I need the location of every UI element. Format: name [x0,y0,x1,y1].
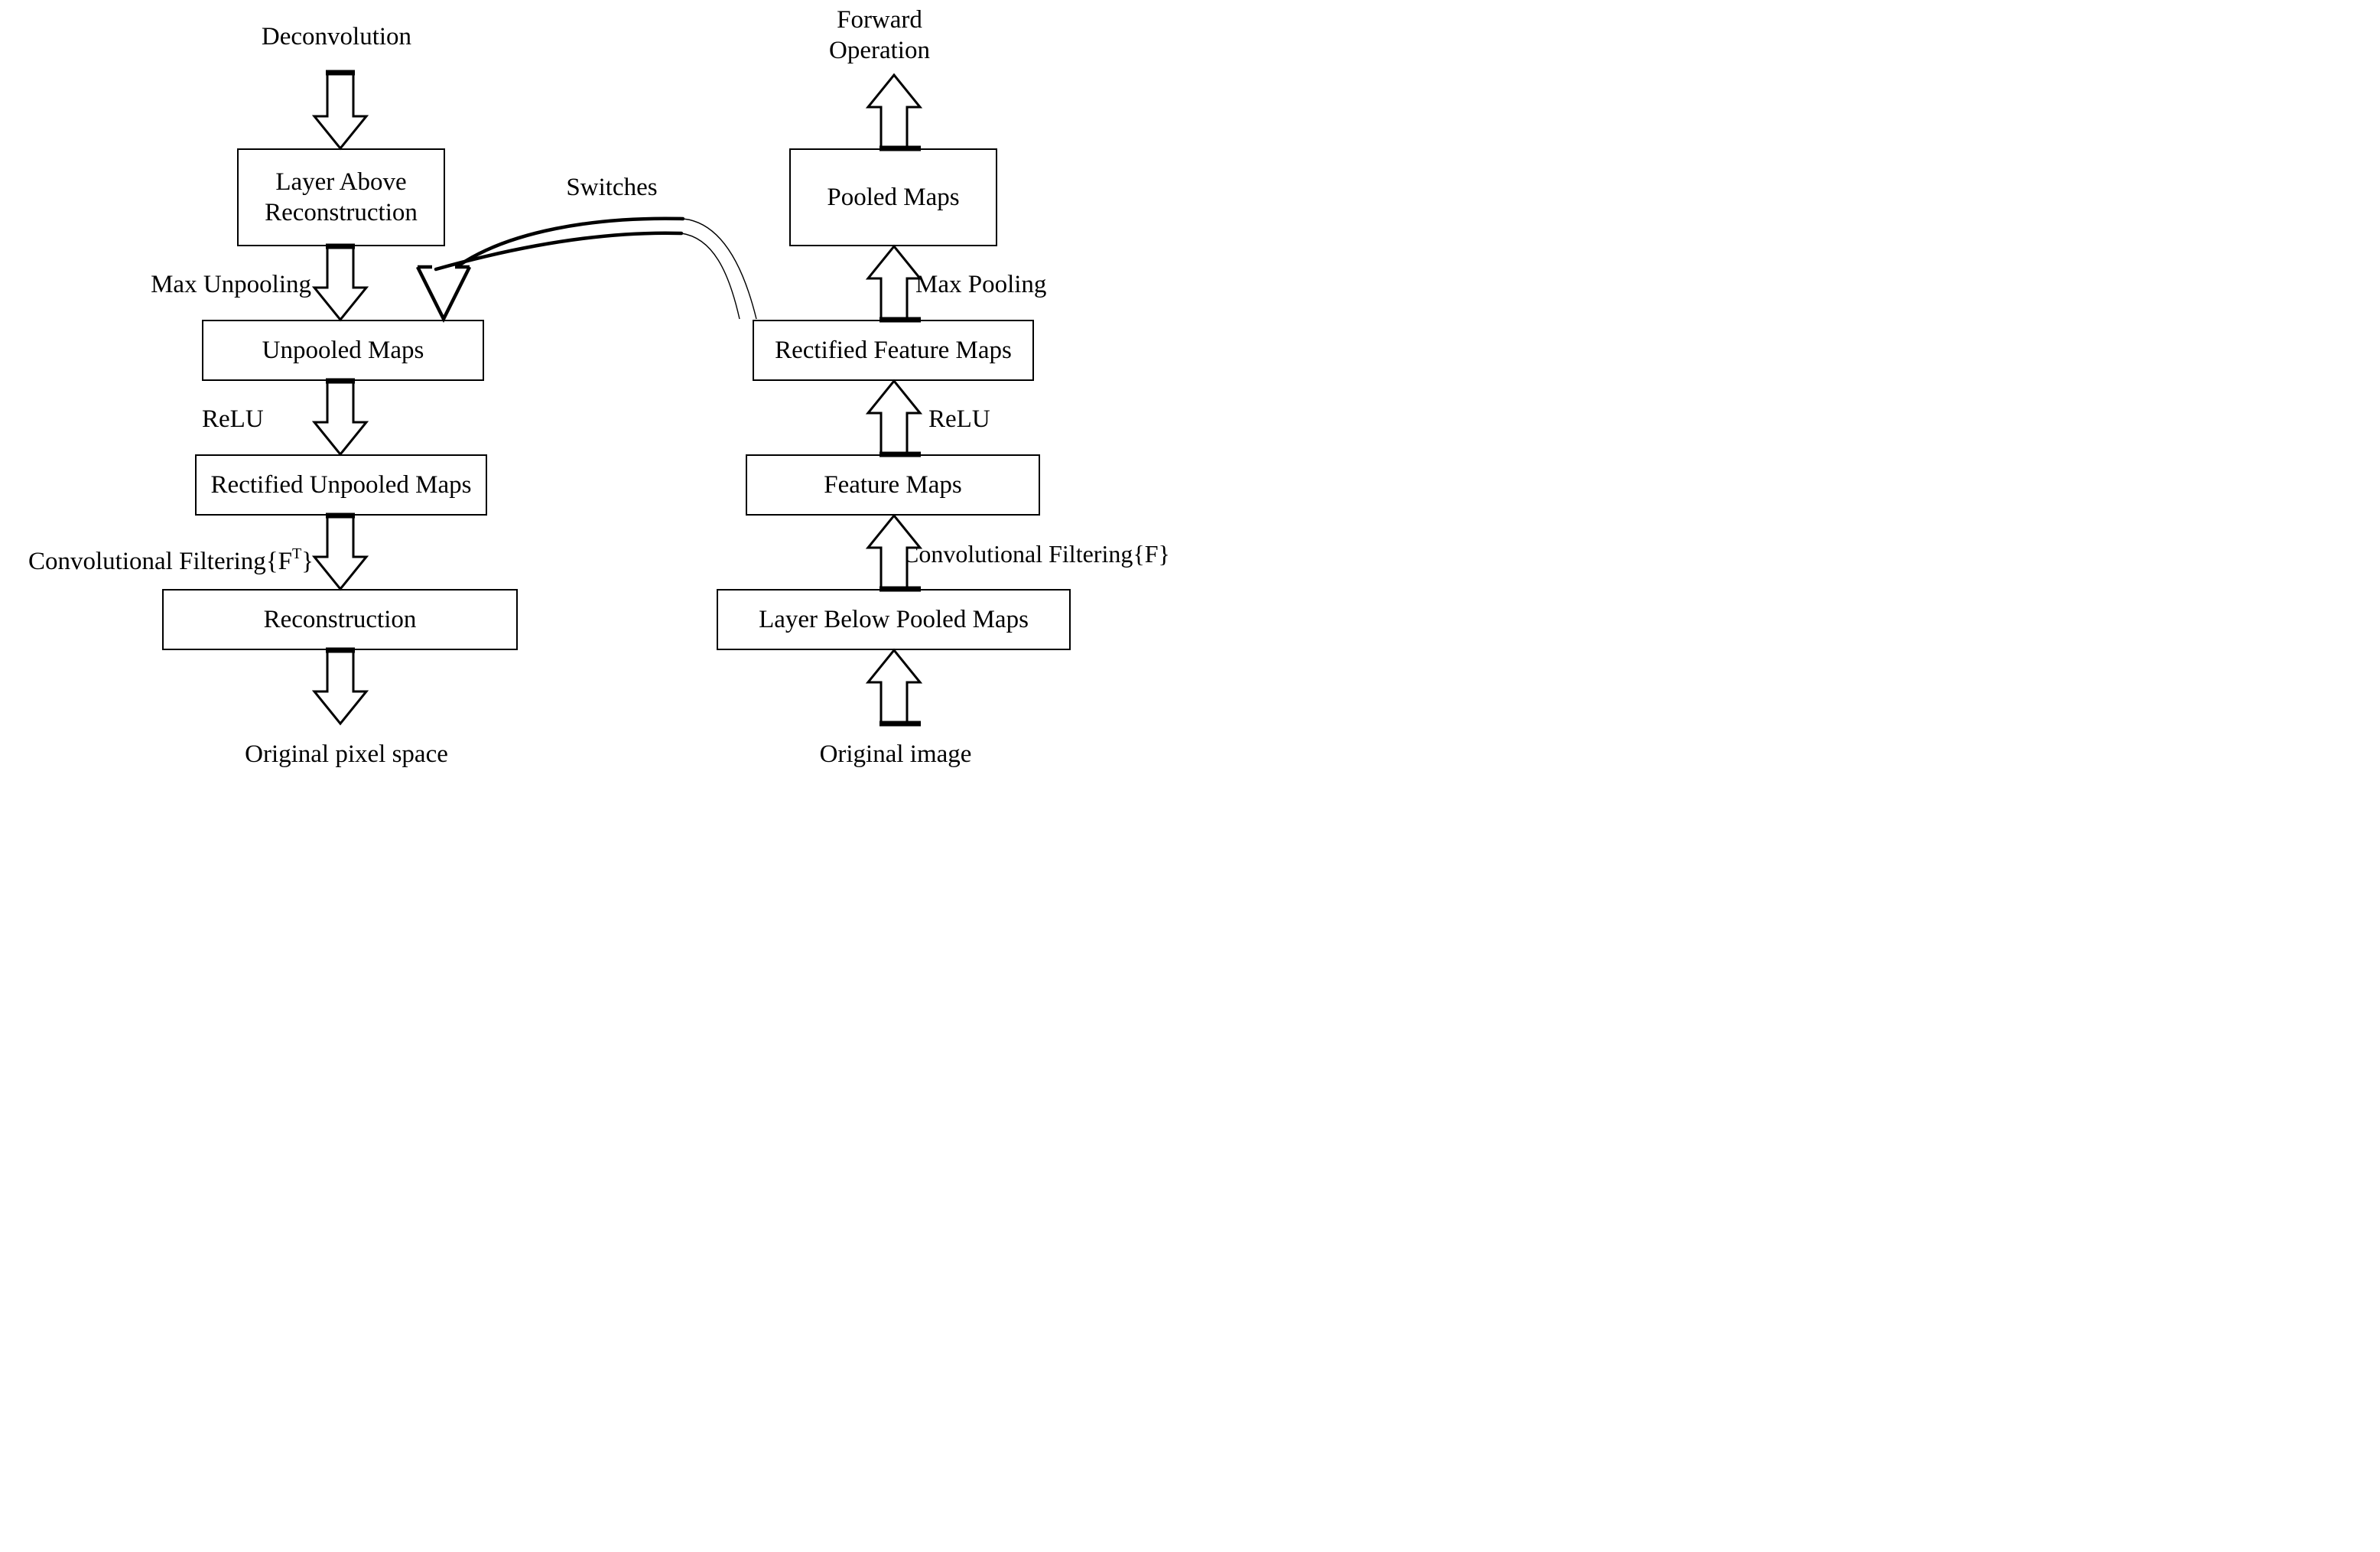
conv-filtering-ft-label: Convolutional Filtering{FT} [0,538,314,577]
original-image-label: Original image [819,740,972,768]
forward-operation-title: Forward Operation [829,6,930,64]
relu-right-label: ReLU [928,405,990,433]
deconvolution-title: Deconvolution [261,23,412,50]
box-rectified-feature-maps: Rectified Feature Maps [753,320,1034,381]
conv-filtering-ft-prefix: Convolutional Filtering{F [28,548,292,575]
box-unpooled-maps: Unpooled Maps [202,320,484,381]
up-arrow-forward-operation-icon [865,73,923,151]
down-arrow-conv-filtering-ft-icon [311,512,369,591]
box-layer-above-reconstruction: Layer Above Reconstruction [237,148,445,246]
box-rectified-unpooled-maps: Rectified Unpooled Maps [195,454,487,516]
up-arrow-from-original-image-icon [865,648,923,727]
original-pixel-space-label: Original pixel space [245,740,448,768]
switches-curved-arrow-icon [415,216,757,324]
max-unpooling-label: Max Unpooling [151,271,311,298]
max-pooling-label: Max Pooling [915,271,1047,298]
down-arrow-deconvolution-icon [311,70,369,151]
conv-filtering-f-label: Convolutional Filtering{F} [902,540,1170,568]
box-layer-below-pooled-maps: Layer Below Pooled Maps [717,589,1071,650]
down-arrow-max-unpooling-icon [311,243,369,322]
relu-left-label: ReLU [202,405,264,433]
box-reconstruction: Reconstruction [162,589,518,650]
down-arrow-relu-left-icon [311,378,369,457]
deconvnet-diagram: Deconvolution Forward Operation Switches… [0,0,1190,776]
down-arrow-to-pixel-space-icon [311,647,369,726]
conv-filtering-ft-superscript: T [291,545,302,562]
box-feature-maps: Feature Maps [746,454,1040,516]
box-pooled-maps: Pooled Maps [789,148,997,246]
switches-label: Switches [566,174,658,201]
conv-filtering-ft-suffix: } [301,548,314,575]
up-arrow-max-pooling-icon [865,244,923,323]
arrow-layer [311,70,923,727]
up-arrow-relu-right-icon [865,379,923,457]
